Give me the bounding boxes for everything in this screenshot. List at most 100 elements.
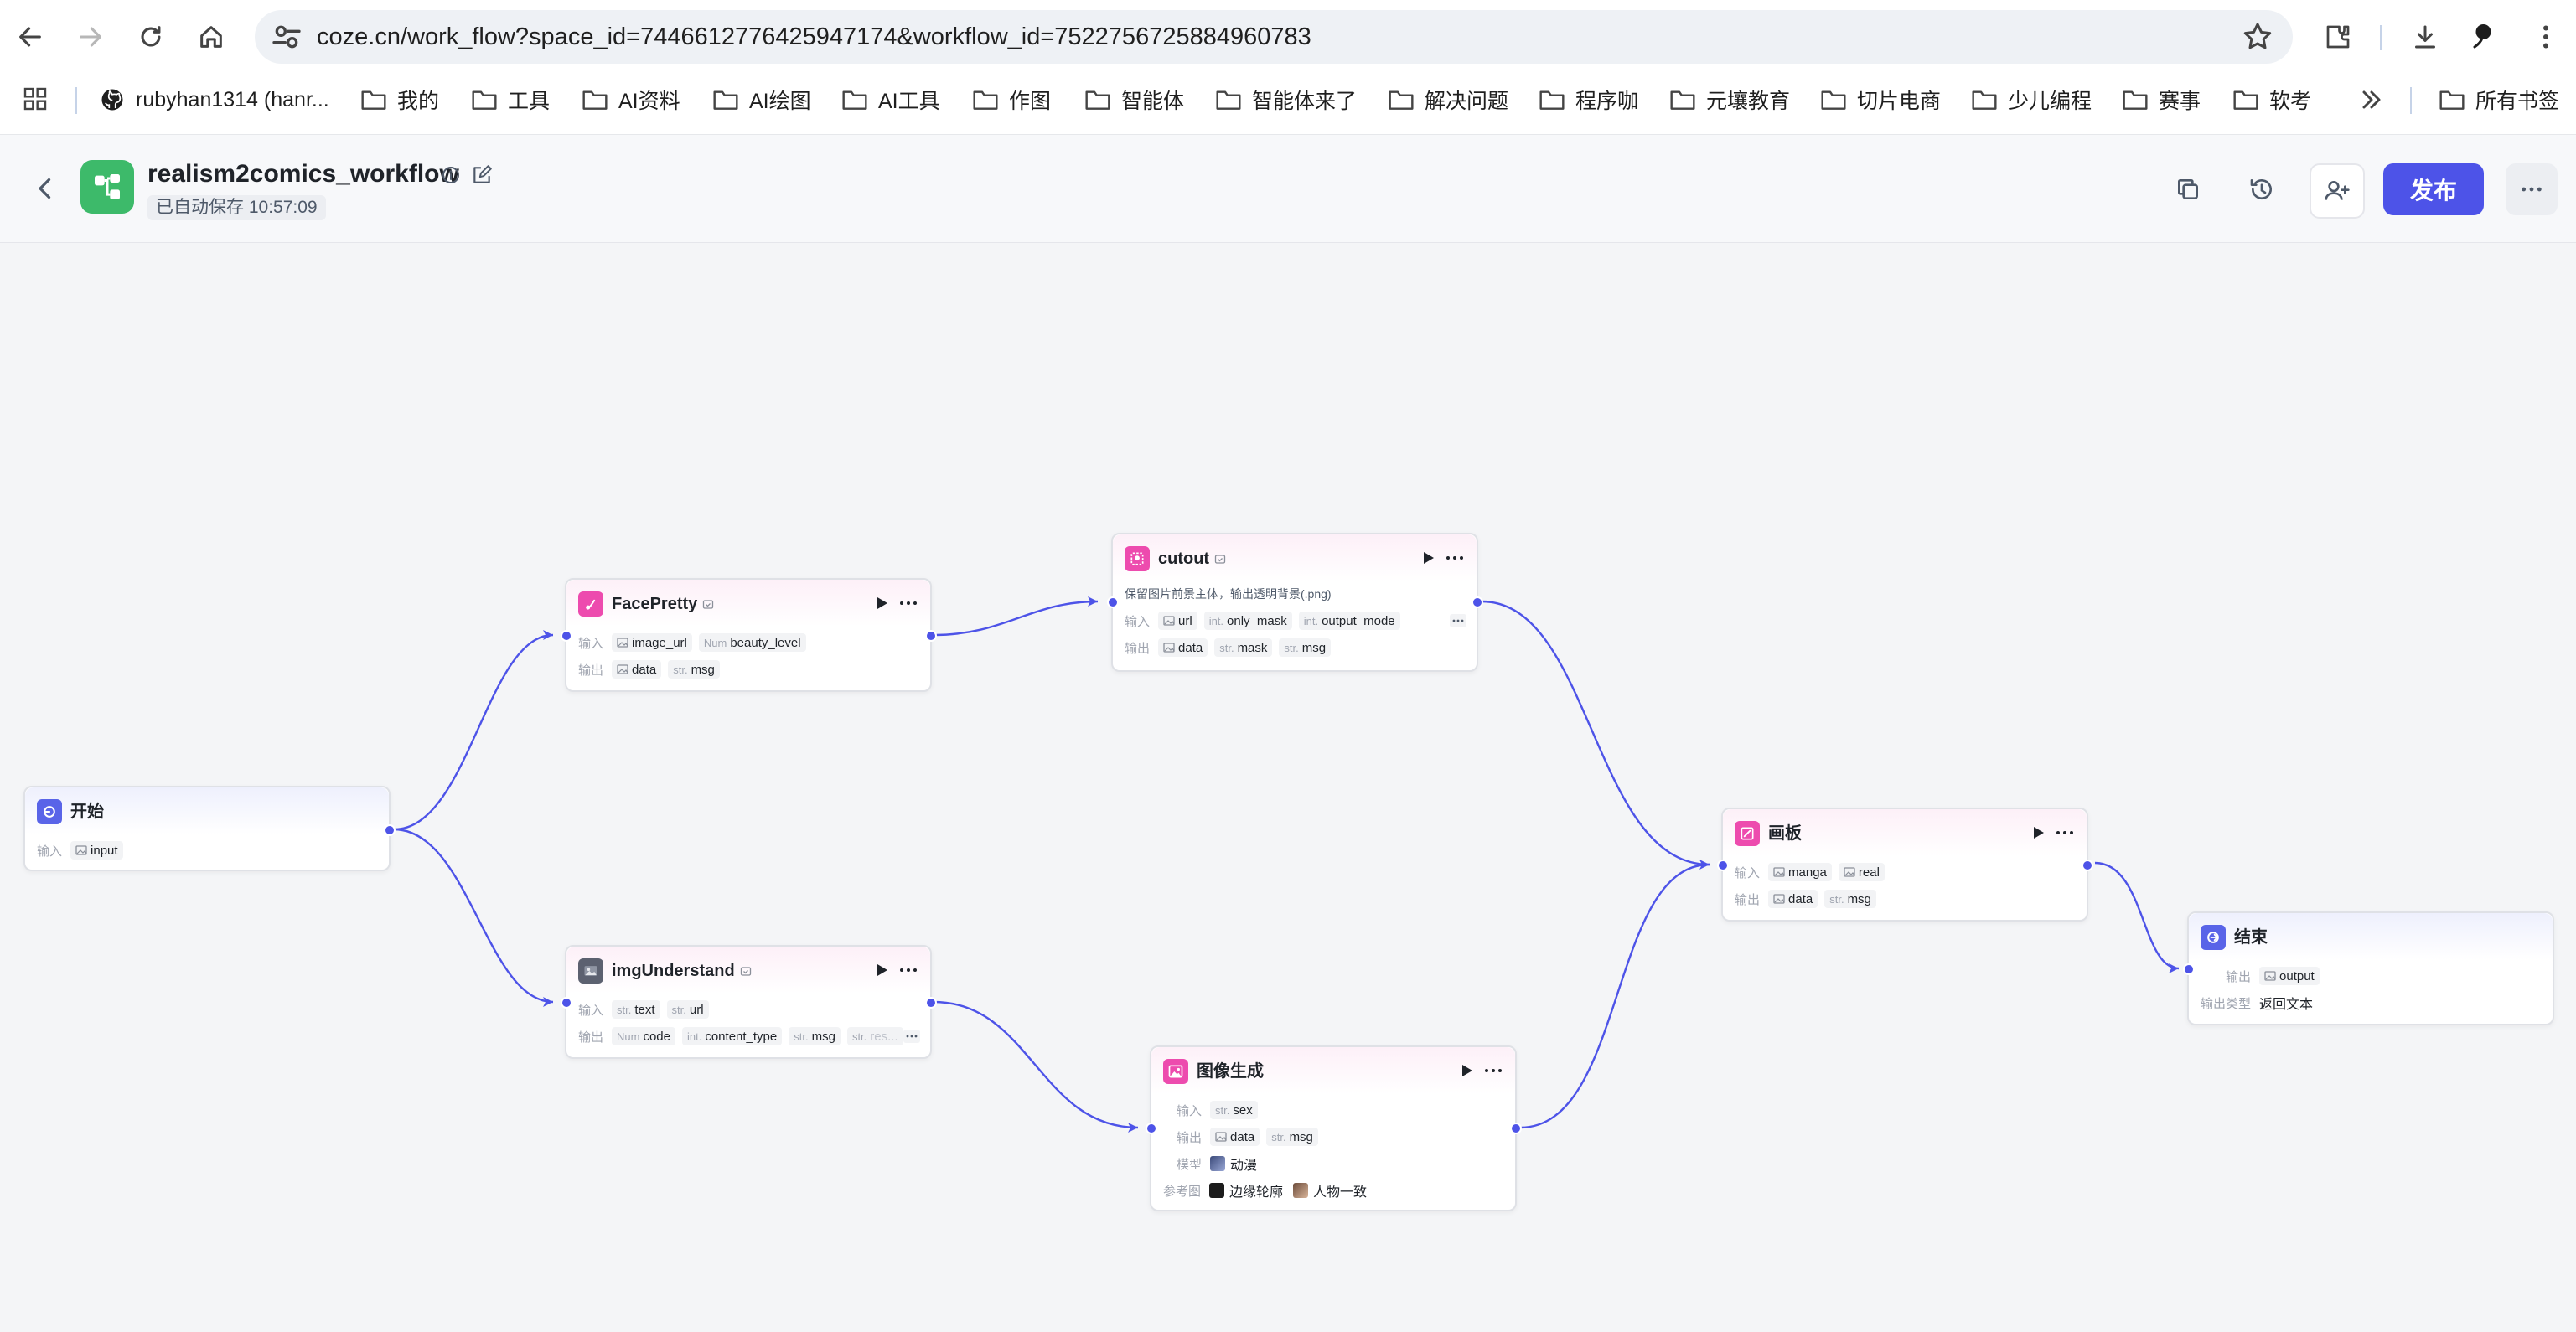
node-start[interactable]: 开始 输入 input <box>23 786 396 871</box>
bookmark-folder[interactable]: 智能体 <box>1084 74 1184 126</box>
run-node-icon[interactable] <box>1420 550 1436 566</box>
bookmark-github[interactable]: rubyhan1314 (hanr... <box>99 74 329 126</box>
run-node-icon[interactable] <box>1458 1062 1475 1079</box>
browser-menu-icon[interactable] <box>2526 17 2566 57</box>
bookmark-divider <box>2410 87 2412 114</box>
node-imagegen[interactable]: 图像生成 输入 str.sex 输出 data str.msg 模型 动漫 参考… <box>1146 1045 1522 1211</box>
home-icon[interactable] <box>191 17 231 57</box>
param-type: str. <box>617 1003 632 1016</box>
param-name: text <box>634 1002 655 1017</box>
download-icon[interactable] <box>2405 17 2445 57</box>
site-settings-icon[interactable] <box>270 20 303 54</box>
node-outputs: 输出 output <box>2226 965 2326 987</box>
bookmark-folder[interactable]: 赛事 <box>2122 74 2201 126</box>
node-more-icon[interactable] <box>1445 550 1465 566</box>
description-text: 保留图片前景主体，输出透明背景(.png) <box>1125 587 1332 601</box>
forward-arrow-icon[interactable] <box>70 17 111 57</box>
param-type: int. <box>1208 614 1224 627</box>
param-type: Num <box>617 1030 640 1043</box>
input-port[interactable] <box>1107 596 1119 608</box>
bookmark-star-icon[interactable] <box>2241 20 2274 54</box>
output-port[interactable] <box>925 630 937 642</box>
output-port[interactable] <box>1510 1123 1522 1134</box>
param-name: real <box>1858 865 1880 880</box>
input-port[interactable] <box>2183 963 2195 975</box>
collaborators-button[interactable] <box>2310 163 2365 219</box>
node-canvas-board[interactable]: 画板 输入 manga real 输出 data str.msg <box>1717 808 2093 922</box>
row-label: 输入 <box>1735 865 1761 880</box>
output-port[interactable] <box>1472 596 1483 608</box>
input-port[interactable] <box>561 997 572 1009</box>
node-header <box>566 947 930 994</box>
add-user-icon <box>2325 181 2350 200</box>
chevron-double-right-icon[interactable] <box>2356 85 2387 115</box>
bookmark-folder[interactable]: AI绘图 <box>712 74 811 126</box>
bookmark-folder[interactable]: AI资料 <box>582 74 680 126</box>
node-outputs: 输出 data str.msg <box>578 658 727 680</box>
param-type: str. <box>673 663 688 676</box>
node-end[interactable]: 结束 输出 output 输出类型 返回文本 <box>2183 911 2554 1025</box>
output-port[interactable] <box>2082 860 2093 871</box>
bookmark-folder[interactable]: 元壤教育 <box>1669 74 1790 126</box>
param-type: str. <box>851 1030 867 1043</box>
bookmark-folder[interactable]: 程序咖 <box>1539 74 1638 126</box>
node-more-icon[interactable] <box>898 962 918 978</box>
edit-icon[interactable] <box>471 164 493 186</box>
input-port[interactable] <box>1717 860 1729 871</box>
profile-avatar-icon[interactable] <box>2462 17 2502 57</box>
all-bookmarks[interactable]: 所有书签 <box>2439 74 2559 126</box>
folder-icon <box>973 90 998 110</box>
bookmark-label: 工具 <box>508 90 551 113</box>
node-title: imgUnderstand <box>612 958 752 984</box>
browser-toolbar: coze.cn/work_flow?space_id=7446612776425… <box>0 0 2576 74</box>
chevron-left-icon[interactable] <box>30 173 60 204</box>
node-imgunderstand[interactable]: imgUnderstand 输入 str.text str.url 输出 Num… <box>561 945 937 1059</box>
back-arrow-icon[interactable] <box>10 17 50 57</box>
expand-params-icon[interactable] <box>903 1030 920 1043</box>
run-node-icon[interactable] <box>2030 824 2046 841</box>
bookmark-folder[interactable]: 软考 <box>2232 74 2311 126</box>
reload-icon[interactable] <box>131 17 171 57</box>
param-tag: data <box>1158 638 1208 657</box>
bookmark-folder[interactable]: AI工具 <box>841 74 940 126</box>
address-bar[interactable]: coze.cn/work_flow?space_id=7446612776425… <box>255 10 2293 64</box>
bookmark-folder[interactable]: 切片电商 <box>1820 74 1941 126</box>
bookmark-folder[interactable]: 我的 <box>360 74 439 126</box>
expand-params-icon[interactable] <box>1450 614 1466 627</box>
apps-grid-icon[interactable] <box>22 85 49 112</box>
row-label: 输出 <box>578 663 604 678</box>
output-port[interactable] <box>384 824 396 836</box>
autosave-status: 已自动保存 10:57:09 <box>147 195 326 220</box>
more-options-button[interactable] <box>2506 163 2558 215</box>
history-button[interactable] <box>2236 163 2288 215</box>
output-port[interactable] <box>925 997 937 1009</box>
url-text[interactable]: coze.cn/work_flow?space_id=7446612776425… <box>317 23 1311 50</box>
bookmark-folder[interactable]: 智能体来了 <box>1215 74 1357 126</box>
input-port[interactable] <box>1146 1123 1157 1134</box>
publish-button[interactable]: 发布 <box>2383 163 2484 215</box>
bookmark-folder[interactable]: 工具 <box>471 74 550 126</box>
run-node-icon[interactable] <box>873 962 890 978</box>
info-icon[interactable] <box>441 165 461 185</box>
param-name: data <box>1788 891 1813 906</box>
node-more-icon[interactable] <box>2055 824 2075 841</box>
bookmark-folder[interactable]: 解决问题 <box>1388 74 1508 126</box>
param-name: data <box>632 662 657 677</box>
param-name: manga <box>1788 865 1827 880</box>
node-cutout[interactable]: cutout 保留图片前景主体，输出透明背景(.png) 输入 url int.… <box>1107 533 1483 672</box>
copy-button[interactable] <box>2162 163 2214 215</box>
extensions-icon[interactable] <box>2318 17 2358 57</box>
node-more-icon[interactable] <box>898 595 918 612</box>
node-more-icon[interactable] <box>1483 1062 1503 1079</box>
param-tag: data <box>612 660 662 679</box>
bookmark-folder[interactable]: 作图 <box>972 74 1051 126</box>
run-node-icon[interactable] <box>873 595 890 612</box>
input-port[interactable] <box>561 630 572 642</box>
param-tag: int.content_type <box>682 1027 783 1045</box>
param-name: output <box>2279 968 2315 984</box>
bookmark-folder[interactable]: 少儿编程 <box>1971 74 2092 126</box>
node-description: 保留图片前景主体，输出透明背景(.png) <box>1125 583 1332 605</box>
